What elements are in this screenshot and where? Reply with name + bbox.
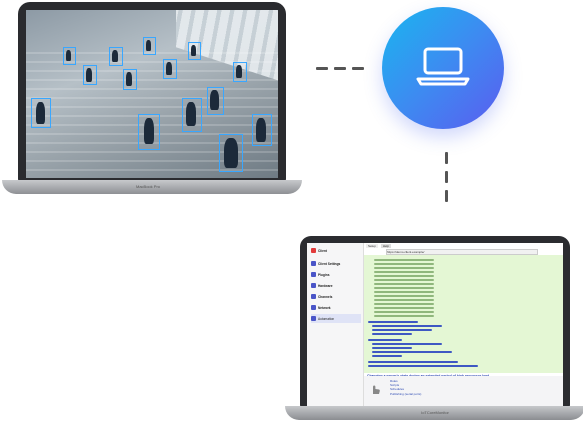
detection-box [188, 42, 201, 60]
left-laptop-base [2, 180, 302, 194]
code-line [368, 339, 402, 341]
person [256, 118, 266, 142]
connector-dash [445, 171, 448, 183]
network-icon [311, 305, 316, 310]
detection-box [123, 69, 137, 90]
help-panel: Rules Scripts Schedules Publishing (seri… [364, 376, 563, 406]
code-line [374, 283, 434, 285]
sidebar-item-client-settings[interactable]: Client Settings [311, 259, 361, 268]
sidebar-item-network[interactable]: Network [311, 303, 361, 312]
detection-box [31, 98, 51, 128]
address-bar[interactable]: https://demo.client.example/ [386, 249, 538, 255]
code-line [374, 291, 434, 293]
code-line [372, 343, 442, 345]
code-line [374, 303, 434, 305]
person [166, 62, 172, 75]
code-line [374, 295, 434, 297]
code-line [374, 315, 434, 317]
code-line [372, 329, 432, 331]
right-laptop-brand: IoTCoreMonitor [421, 410, 449, 415]
tab-setup[interactable]: Setup [366, 244, 378, 248]
code-line [372, 325, 442, 327]
tab-help[interactable]: Help [380, 244, 392, 248]
help-link[interactable]: Rules [390, 379, 398, 383]
device-circle [382, 7, 504, 129]
help-links: Rules Scripts Schedules Publishing (seri… [390, 379, 421, 396]
surveillance-screen [26, 10, 278, 178]
left-laptop-brand: MacBook Pro [135, 184, 160, 189]
person [126, 72, 132, 86]
app-sidebar: Client Client Settings Plugins Hardware … [307, 243, 364, 406]
detection-box [219, 134, 243, 172]
sidebar-item-automation[interactable]: Automation [311, 314, 361, 323]
channel-icon [311, 294, 316, 299]
person [146, 40, 151, 51]
detection-box [182, 98, 202, 132]
connector-dash [445, 190, 448, 202]
person [36, 102, 45, 124]
tab-bar: Setup Help [366, 244, 392, 248]
help-link[interactable]: Publishing (serial ports) [390, 391, 422, 396]
app-screen: Client Client Settings Plugins Hardware … [307, 243, 563, 406]
app-logo: Client [311, 246, 361, 255]
person [210, 90, 219, 110]
detection-box [138, 114, 160, 150]
code-line [374, 287, 434, 289]
code-line [368, 361, 458, 363]
detection-box [252, 114, 272, 146]
laptop-icon [416, 47, 470, 86]
code-line [374, 299, 434, 301]
code-line [374, 275, 434, 277]
sidebar-item-plugins[interactable]: Plugins [311, 270, 361, 279]
connector-dash [352, 67, 364, 70]
automation-icon [311, 316, 316, 321]
person [86, 68, 92, 82]
help-link[interactable]: Scripts [390, 383, 400, 388]
sidebar-item-channels[interactable]: Channels [311, 292, 361, 301]
right-laptop-base [285, 406, 583, 420]
code-line [368, 365, 478, 367]
person [236, 65, 242, 78]
pointer-icon [368, 381, 382, 395]
person [186, 102, 196, 126]
detection-box [233, 62, 247, 82]
detection-box [63, 47, 76, 65]
code-line [374, 271, 434, 273]
settings-icon [311, 261, 316, 266]
hardware-icon [311, 283, 316, 288]
code-line [374, 259, 434, 261]
help-link[interactable]: Schedules [390, 387, 405, 392]
connector-dash [316, 67, 328, 70]
person [66, 50, 71, 61]
detection-box [109, 47, 123, 66]
detection-box [207, 87, 224, 115]
person [191, 45, 196, 56]
code-line [372, 333, 412, 335]
code-line [374, 279, 434, 281]
code-line [374, 263, 434, 265]
code-line [374, 307, 434, 309]
person [112, 50, 118, 62]
code-panel [364, 255, 563, 373]
person [144, 118, 154, 144]
app-logo-icon [311, 248, 316, 253]
code-line [374, 267, 434, 269]
connector-dash [334, 67, 346, 70]
code-line [372, 355, 402, 357]
code-line [372, 347, 412, 349]
detection-box [143, 37, 156, 55]
code-line [374, 311, 434, 313]
detection-box [83, 65, 97, 85]
person [224, 138, 238, 168]
app-main: Setup Help https://demo.client.example/ [364, 243, 563, 406]
connector-dash [445, 152, 448, 164]
code-line [368, 321, 418, 323]
detection-box [163, 59, 177, 79]
code-line [372, 351, 452, 353]
sidebar-item-hardware[interactable]: Hardware [311, 281, 361, 290]
plugin-icon [311, 272, 316, 277]
